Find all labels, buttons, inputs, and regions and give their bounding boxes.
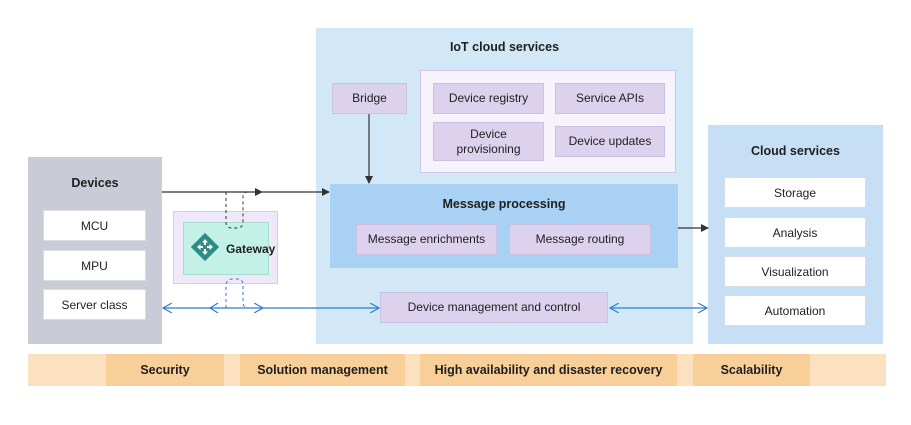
gateway-telemetry-bypass xyxy=(225,188,263,229)
cloud-analysis[interactable]: Analysis xyxy=(724,217,866,248)
devices-title: Devices xyxy=(71,176,119,190)
band-solution-management: Solution management xyxy=(240,354,405,386)
device-mpu[interactable]: MPU xyxy=(43,250,146,281)
cloud-storage[interactable]: Storage xyxy=(724,177,866,208)
band-security: Security xyxy=(106,354,224,386)
gateway-management-bypass xyxy=(225,278,263,308)
device-management-box[interactable]: Device management and control xyxy=(380,292,608,323)
cloud-automation[interactable]: Automation xyxy=(724,295,866,326)
band-scalability: Scalability xyxy=(693,354,810,386)
device-updates-box[interactable]: Device updates xyxy=(555,126,665,157)
iot-title: IoT cloud services xyxy=(449,40,560,54)
device-server-class[interactable]: Server class xyxy=(43,289,146,320)
message-routing-box[interactable]: Message routing xyxy=(509,224,651,255)
gateway-management-left xyxy=(209,302,219,314)
device-mcu[interactable]: MCU xyxy=(43,210,146,241)
gateway-box[interactable]: Gateway xyxy=(183,222,275,275)
cloud-services-title: Cloud services xyxy=(751,144,840,158)
device-provisioning-box[interactable]: Device provisioning xyxy=(433,122,544,161)
gateway-icon xyxy=(190,232,220,265)
band-high-availability: High availability and disaster recovery xyxy=(420,354,677,386)
device-registry-box[interactable]: Device registry xyxy=(433,83,544,114)
gateway-label: Gateway xyxy=(226,241,276,256)
message-enrichments-box[interactable]: Message enrichments xyxy=(356,224,497,255)
bridge-box[interactable]: Bridge xyxy=(332,83,407,114)
message-processing-title: Message processing xyxy=(442,197,566,211)
cloud-visualization[interactable]: Visualization xyxy=(724,256,866,287)
service-apis-box[interactable]: Service APIs xyxy=(555,83,665,114)
